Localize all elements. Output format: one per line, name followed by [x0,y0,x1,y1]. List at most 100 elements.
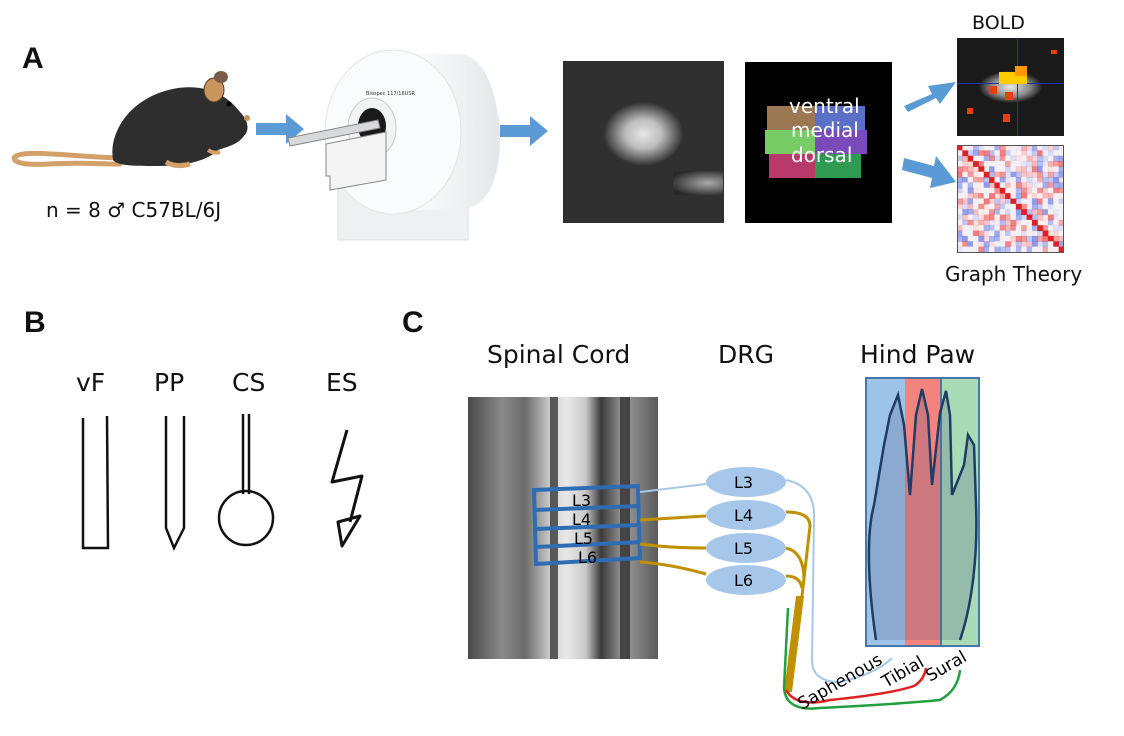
matrix-cell [962,219,969,226]
matrix-cell [1031,209,1038,216]
matrix-cell [978,187,985,194]
matrix-cell [983,219,990,226]
drg-label-l6: L6 [734,571,753,590]
matrix-cell [1015,230,1022,237]
cord-segment-l5: L5 [574,529,593,548]
matrix-cell [1037,171,1044,178]
matrix-cell [983,166,990,173]
matrix-cell [1047,198,1054,205]
matrix-cell [1005,155,1011,162]
matrix-cell [1053,150,1060,157]
matrix-cell [994,155,1001,162]
region-ventral-right [815,106,865,134]
segment-grid [531,483,643,567]
spinal-mri-image [563,61,724,223]
matrix-cell [1037,182,1044,189]
matrix-cell [1021,166,1028,173]
matrix-cell [962,193,969,199]
matrix-cell [994,225,1001,232]
matrix-cell [994,166,1001,173]
matrix-cell [962,214,969,221]
matrix-cell [1042,246,1049,253]
matrix-cell [1021,235,1028,242]
matrix-cell [967,177,974,183]
matrix-cell [999,171,1006,178]
matrix-cell [957,166,963,173]
matrix-cell [967,166,974,173]
matrix-cell [957,198,963,205]
matrix-cell [1037,193,1044,199]
matrix-cell [978,166,985,173]
matrix-cell [1021,230,1028,237]
matrix-cell [1058,219,1064,226]
arrow-to-graph [902,156,956,188]
matrix-cell [1026,193,1033,199]
matrix-cell [957,246,963,253]
matrix-cell [1021,209,1028,216]
matrix-cell [957,182,963,189]
matrix-cell [1042,198,1049,205]
matrix-cell [1058,246,1064,253]
matrix-cell [983,214,990,221]
bold-label: BOLD [972,12,1025,34]
matrix-cell [1037,235,1044,242]
nerve-label-tibial: Tibial [878,652,928,692]
matrix-cell [983,182,990,189]
matrix-cell [1053,214,1060,221]
matrix-cell [1058,198,1064,205]
matrix-cell [1026,150,1033,157]
matrix-cell [957,177,963,183]
matrix-cell [962,225,969,232]
matrix-cell [1026,155,1033,162]
stimulus-label-pp: PP [154,368,185,397]
matrix-cell [967,145,974,151]
matrix-cell [1058,193,1064,199]
matrix-cell [1026,241,1033,248]
matrix-cell [999,177,1006,183]
matrix-cell [957,150,963,157]
matrix-cell [994,219,1001,226]
matrix-cell [1031,203,1038,210]
matrix-cell [994,198,1001,205]
matrix-cell [994,203,1001,210]
matrix-cell [999,203,1006,210]
matrix-cell [999,235,1006,242]
matrix-cell [1015,235,1022,242]
matrix-cell [1026,203,1033,210]
matrix-cell [967,187,974,194]
matrix-cell [1047,219,1054,226]
matrix-cell [1053,219,1060,226]
panel-b-label: B [24,306,46,339]
matrix-cell [1010,171,1017,178]
matrix-cell [983,145,990,151]
matrix-cell [994,241,1001,248]
matrix-cell [1042,225,1049,232]
matrix-cell [1005,203,1011,210]
mouse-body [112,87,248,166]
matrix-cell [978,219,985,226]
mouse-nose [244,115,250,121]
mouse-illustration [11,71,250,169]
matrix-cell [1015,214,1022,221]
matrix-cell [1031,246,1038,253]
scanner-bed [287,119,381,147]
matrix-cell [978,203,985,210]
heading-drg: DRG [718,340,774,369]
matrix-cell [1010,246,1017,253]
matrix-cell [1058,182,1064,189]
matrix-cell [973,225,979,232]
matrix-cell [1026,214,1033,221]
matrix-cell [999,198,1006,205]
sciatic-nerve [784,596,804,692]
matrix-cell [1037,155,1044,162]
region-label-medial: medial [791,118,859,142]
region-ventral-left [767,106,815,134]
matrix-cell [1042,219,1049,226]
matrix-cell [1015,161,1022,167]
matrix-cell [1015,198,1022,205]
matrix-cell [1005,198,1011,205]
matrix-cell [1058,214,1064,221]
matrix-cell [1031,187,1038,194]
matrix-cell [1010,145,1017,151]
paw-region-sural [940,377,980,647]
